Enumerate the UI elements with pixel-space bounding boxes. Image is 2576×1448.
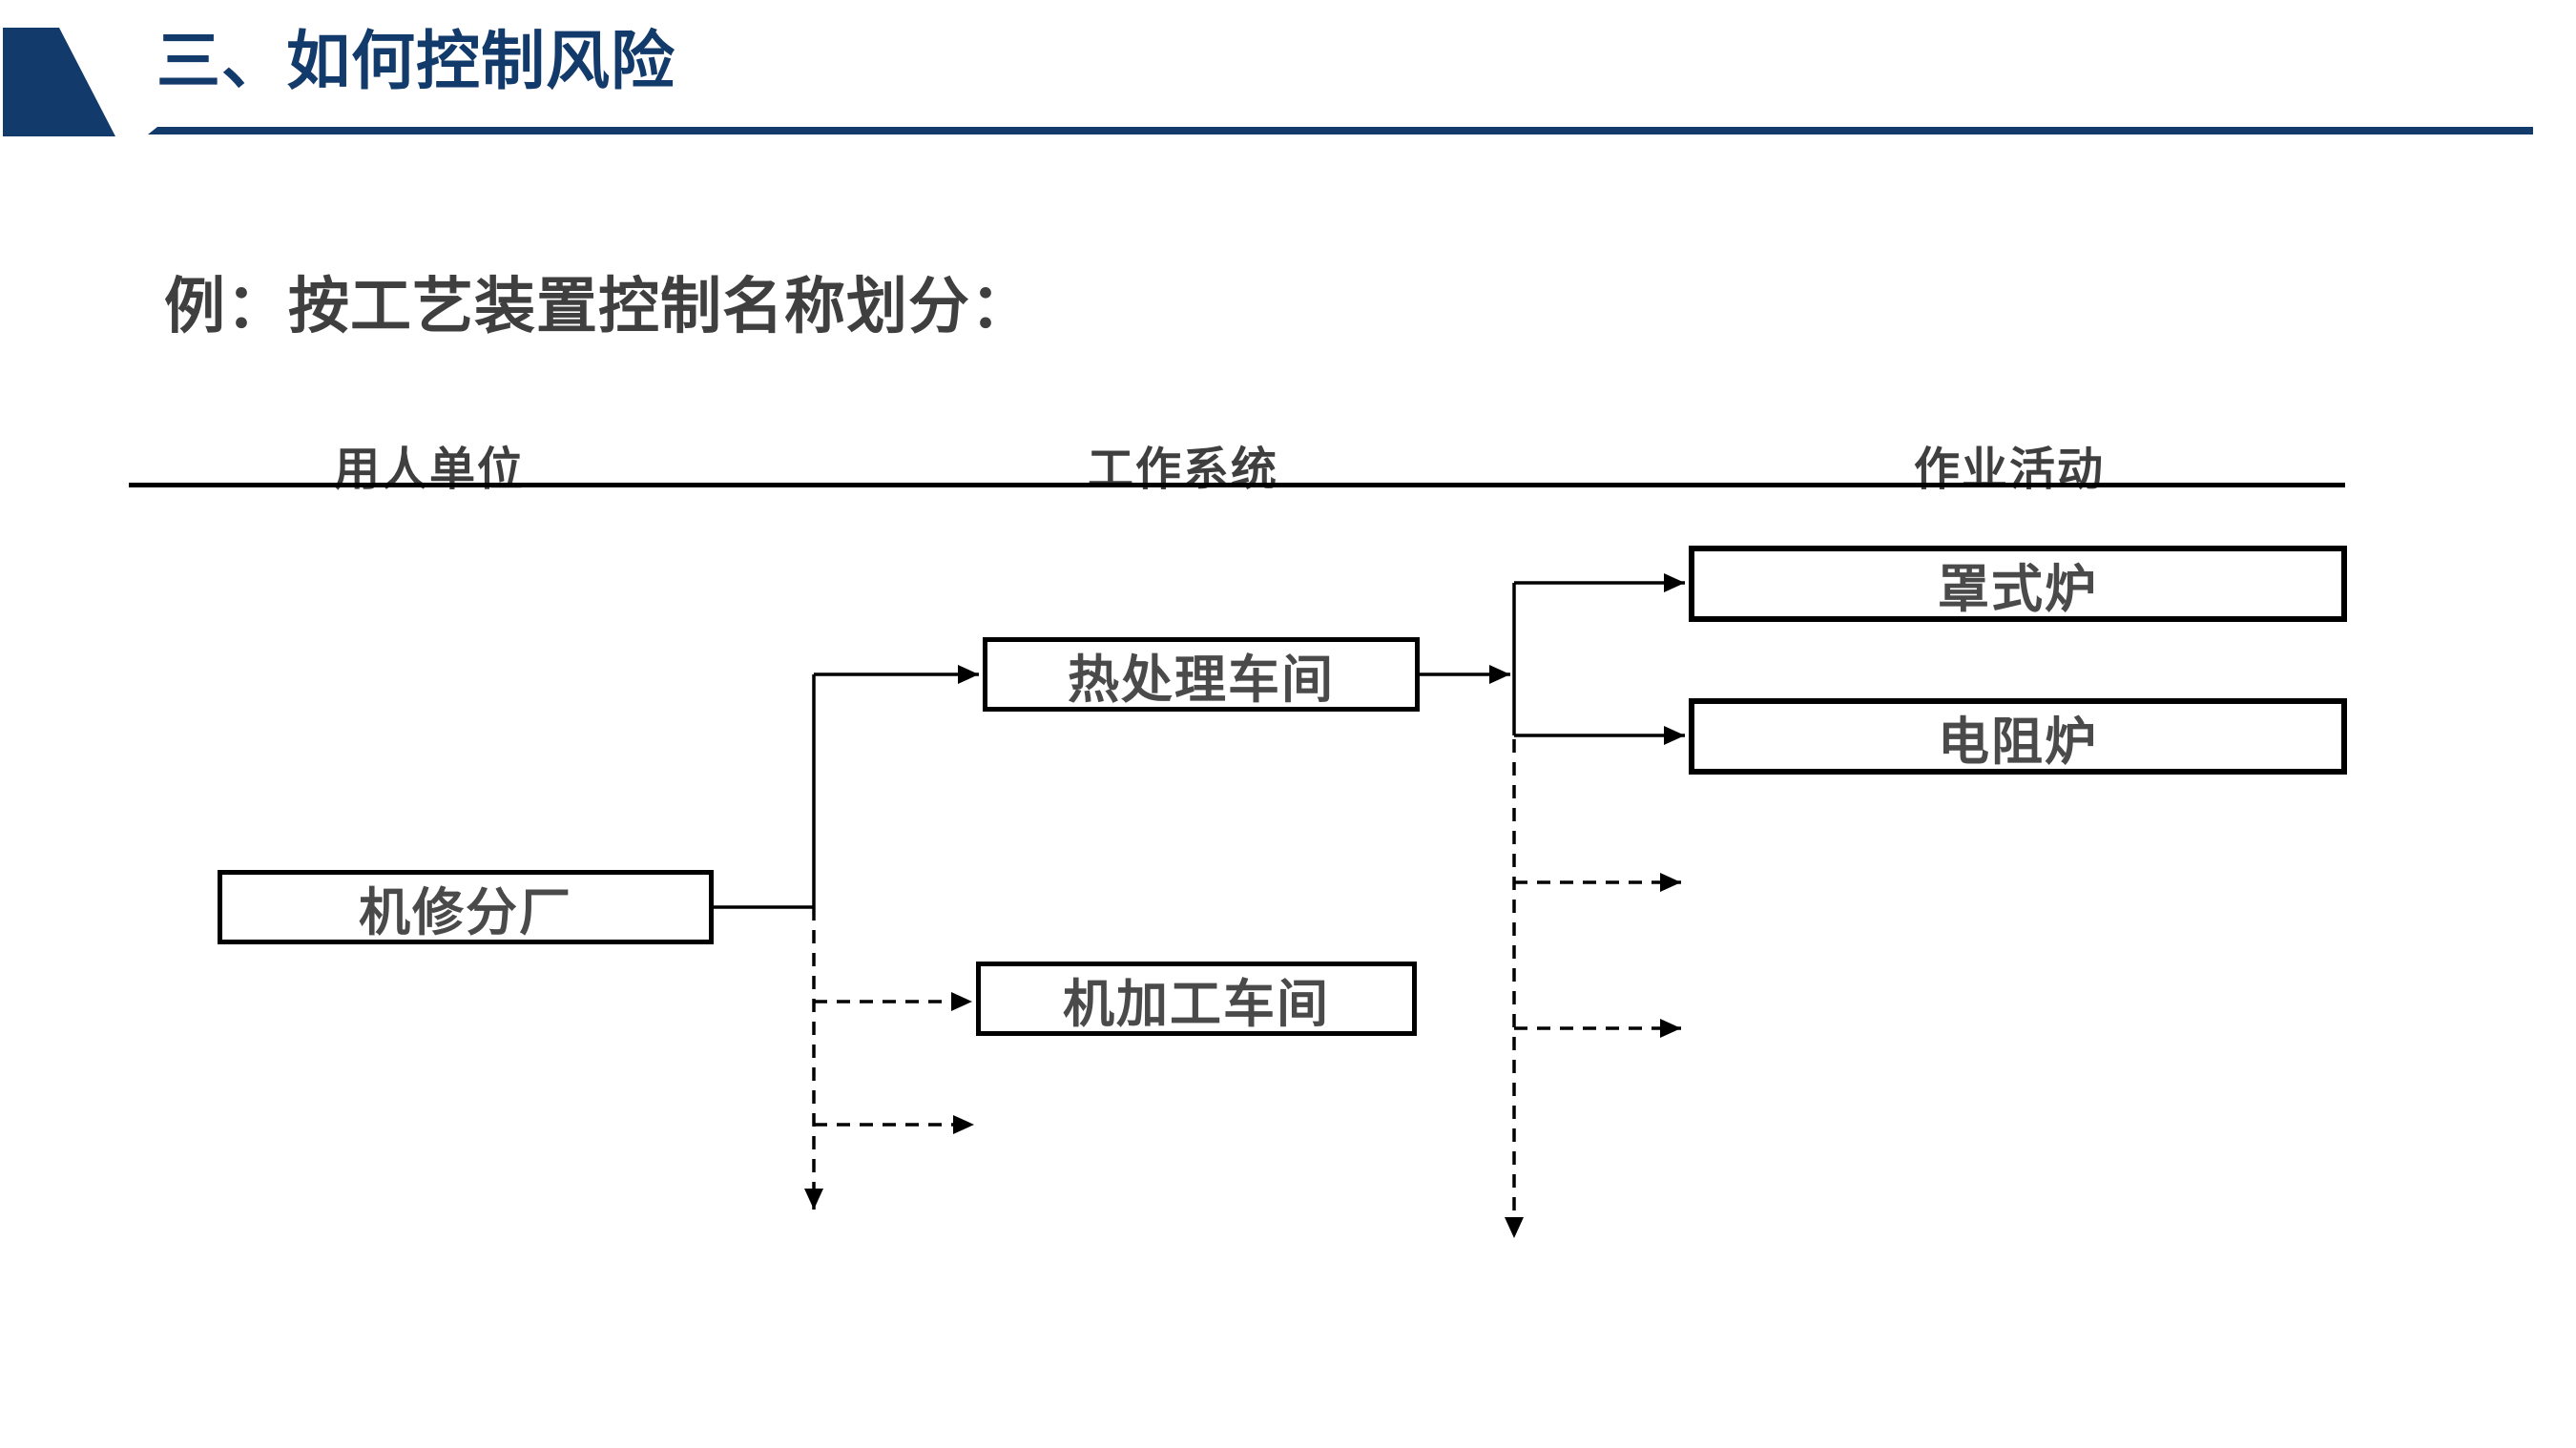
node-heat-treatment-label: 热处理车间	[1068, 651, 1335, 709]
node-employer: 机修分厂	[218, 870, 714, 944]
node-heat-treatment-workshop: 热处理车间	[983, 637, 1420, 712]
node-resistance-furnace-label: 电阻炉	[1938, 713, 2098, 771]
header-underline	[129, 483, 2345, 487]
node-employer-label: 机修分厂	[359, 883, 572, 941]
node-bell-furnace: 罩式炉	[1689, 546, 2347, 622]
page-title: 三、如何控制风险	[156, 26, 675, 97]
node-machining-label: 机加工车间	[1063, 975, 1330, 1033]
node-machining-workshop: 机加工车间	[976, 962, 1417, 1036]
title-underline	[148, 127, 2533, 134]
node-resistance-furnace: 电阻炉	[1689, 698, 2347, 775]
node-bell-furnace-label: 罩式炉	[1938, 560, 2098, 618]
example-caption: 例：按工艺装置控制名称划分：	[164, 272, 1032, 341]
